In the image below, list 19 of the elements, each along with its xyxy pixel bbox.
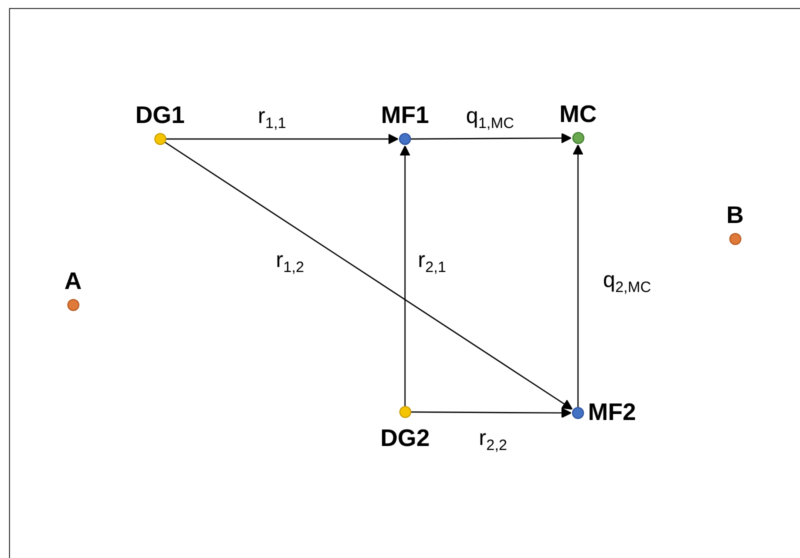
edge-label: q$_{1,MC}$ <box>466 104 514 134</box>
node-label: B <box>726 203 744 229</box>
arrow <box>411 132 572 144</box>
arrow <box>572 144 584 407</box>
edge-label: r$_{2,1}$ <box>418 248 446 278</box>
node-label: DG2 <box>380 426 430 452</box>
edge-label: q$_{2,MC}$ <box>602 268 652 298</box>
node-label: MF1 <box>381 103 429 129</box>
arrow <box>164 142 573 410</box>
edge-label: r$_{1,2}$ <box>276 248 304 278</box>
node-label: A <box>64 269 82 295</box>
arrow <box>400 146 410 406</box>
node-label: DG1 <box>135 103 185 129</box>
edge-label: r$_{2,2}$ <box>478 426 508 456</box>
node-label: MF2 <box>588 400 636 426</box>
arrow <box>166 134 398 144</box>
edge-label: r$_{1,1}$ <box>258 104 286 134</box>
node-label: MC <box>559 102 597 128</box>
arrow <box>411 408 572 418</box>
